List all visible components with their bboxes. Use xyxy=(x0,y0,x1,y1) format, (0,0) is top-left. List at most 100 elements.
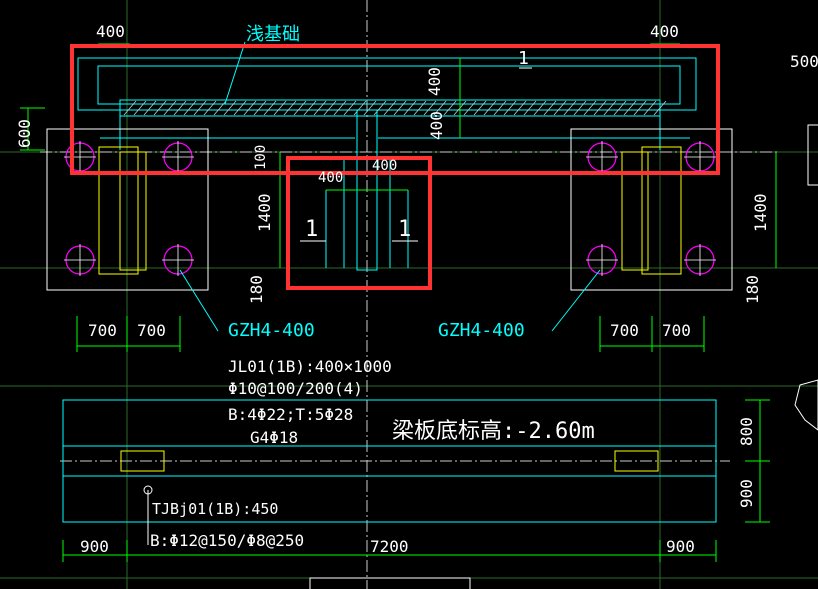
hatch-stroke xyxy=(343,100,357,116)
hatch-stroke xyxy=(513,100,527,116)
label-pile-cap-left: GZH4-400 xyxy=(228,320,315,341)
hatch-stroke xyxy=(193,100,207,116)
dim-v400-a: 400 xyxy=(425,67,444,96)
strip-marker-icon xyxy=(143,485,153,495)
dim-v900: 900 xyxy=(737,479,756,508)
beam-column-left xyxy=(120,450,165,472)
hatch-stroke xyxy=(293,100,307,116)
dim-left-side: 600 xyxy=(15,119,34,148)
hatch-stroke xyxy=(253,100,267,116)
hatch-stroke xyxy=(403,100,417,116)
foundation-outer-2 xyxy=(77,57,697,111)
pile-cap-left xyxy=(46,128,209,291)
dim-v100-center: 100 xyxy=(253,145,269,170)
hatch-stroke xyxy=(533,100,547,116)
beam-column-right xyxy=(614,450,659,472)
hatch-stroke xyxy=(413,100,427,116)
beam-spec-line4: G4Φ18 xyxy=(250,428,298,447)
hatch-stroke xyxy=(353,100,367,116)
dim-top-right: 400 xyxy=(650,22,679,41)
dim-v400-b: 400 xyxy=(427,111,446,140)
dim-bottom-900-left: 900 xyxy=(80,537,109,556)
hatch-stroke xyxy=(323,100,337,116)
beam-outline xyxy=(62,399,717,523)
dim-bottom-7200: 7200 xyxy=(370,537,409,556)
dimension-lines xyxy=(20,43,777,562)
hatch-stroke xyxy=(463,100,477,116)
dim-v800: 800 xyxy=(737,417,756,446)
dim-bottom-700-4: 700 xyxy=(662,321,691,340)
hatch-stroke xyxy=(563,100,577,116)
hatch-stroke xyxy=(163,100,177,116)
leader-pile-cap-right xyxy=(551,269,601,332)
hatch-stroke xyxy=(303,100,317,116)
section-mark-top: 1 xyxy=(518,48,529,69)
dim-far-right: 500 xyxy=(790,52,818,71)
section-mark-right: 1 xyxy=(398,217,411,242)
hatch-stroke xyxy=(423,100,437,116)
hatch-stroke xyxy=(173,100,187,116)
label-shallow-foundation: 浅基础 xyxy=(246,24,300,45)
annotation-box-top xyxy=(70,44,720,175)
section-mark-left: 1 xyxy=(305,217,318,242)
dim-bottom-900-right: 900 xyxy=(666,537,695,556)
dim-v1400-left: 1400 xyxy=(255,193,274,232)
hatch-stroke xyxy=(273,100,287,116)
hatch-stroke xyxy=(393,100,407,116)
partial-symbol-right xyxy=(794,379,818,431)
hatch-stroke xyxy=(183,100,197,116)
dim-bottom-700-2: 700 xyxy=(137,321,166,340)
hatch-stroke xyxy=(283,100,297,116)
hatch-stroke xyxy=(223,100,237,116)
hatch-stroke xyxy=(123,100,137,116)
hatch-stroke xyxy=(643,100,657,116)
pile-crosshairs xyxy=(64,141,716,276)
dim-bottom-700-1: 700 xyxy=(88,321,117,340)
dim-v180-left: 180 xyxy=(247,275,266,304)
dim-top-left: 400 xyxy=(96,22,125,41)
hatch-stroke xyxy=(613,100,627,116)
hatch-stroke xyxy=(633,100,647,116)
hatch-stroke xyxy=(333,100,347,116)
section-marks xyxy=(300,67,532,242)
beam-spec-line1: JL01(1B):400×1000 xyxy=(228,357,392,376)
leader-lines xyxy=(147,41,601,545)
beam-spec-line2: Φ10@100/200(4) xyxy=(228,379,363,398)
hatch-stroke xyxy=(153,100,167,116)
hatch-stroke xyxy=(543,100,557,116)
hatch-stroke xyxy=(383,100,397,116)
hatch-stroke xyxy=(143,100,157,116)
foundation-beam xyxy=(62,399,717,523)
hatch-stroke xyxy=(133,100,147,116)
strip-spec-line2: B:Φ12@150/Φ8@250 xyxy=(150,531,304,550)
foundation-outer xyxy=(97,65,681,105)
hatch-stroke xyxy=(213,100,227,116)
dim-v1400-right: 1400 xyxy=(751,193,770,232)
hatch-stroke xyxy=(493,100,507,116)
hatch-stroke xyxy=(443,100,457,116)
hatch-stroke xyxy=(603,100,617,116)
hatch-stroke xyxy=(263,100,277,116)
hatch-stroke xyxy=(573,100,587,116)
hatch-stroke xyxy=(503,100,517,116)
hatch-stroke xyxy=(313,100,327,116)
hatch-stroke xyxy=(593,100,607,116)
strip-spec-line1: TJBj01(1B):450 xyxy=(152,500,278,518)
hatch-stroke xyxy=(653,100,667,116)
leader-pile-cap-left xyxy=(179,269,219,332)
hatch-stroke xyxy=(433,100,447,116)
hatch-stroke xyxy=(483,100,497,116)
beam-spec-line3: B:4Φ22;T:5Φ28 xyxy=(228,405,353,424)
dim-h400-center-b: 400 xyxy=(372,158,397,174)
center-axes xyxy=(40,0,780,589)
dim-bottom-700-3: 700 xyxy=(610,321,639,340)
hatch-stroke xyxy=(203,100,217,116)
hatch-stroke xyxy=(233,100,247,116)
leader-shallow-foundation xyxy=(224,41,246,105)
dim-h400-center: 400 xyxy=(318,170,343,186)
pile-cap-right xyxy=(570,128,733,291)
hatch-stroke xyxy=(473,100,487,116)
hatch-stroke xyxy=(363,100,377,116)
